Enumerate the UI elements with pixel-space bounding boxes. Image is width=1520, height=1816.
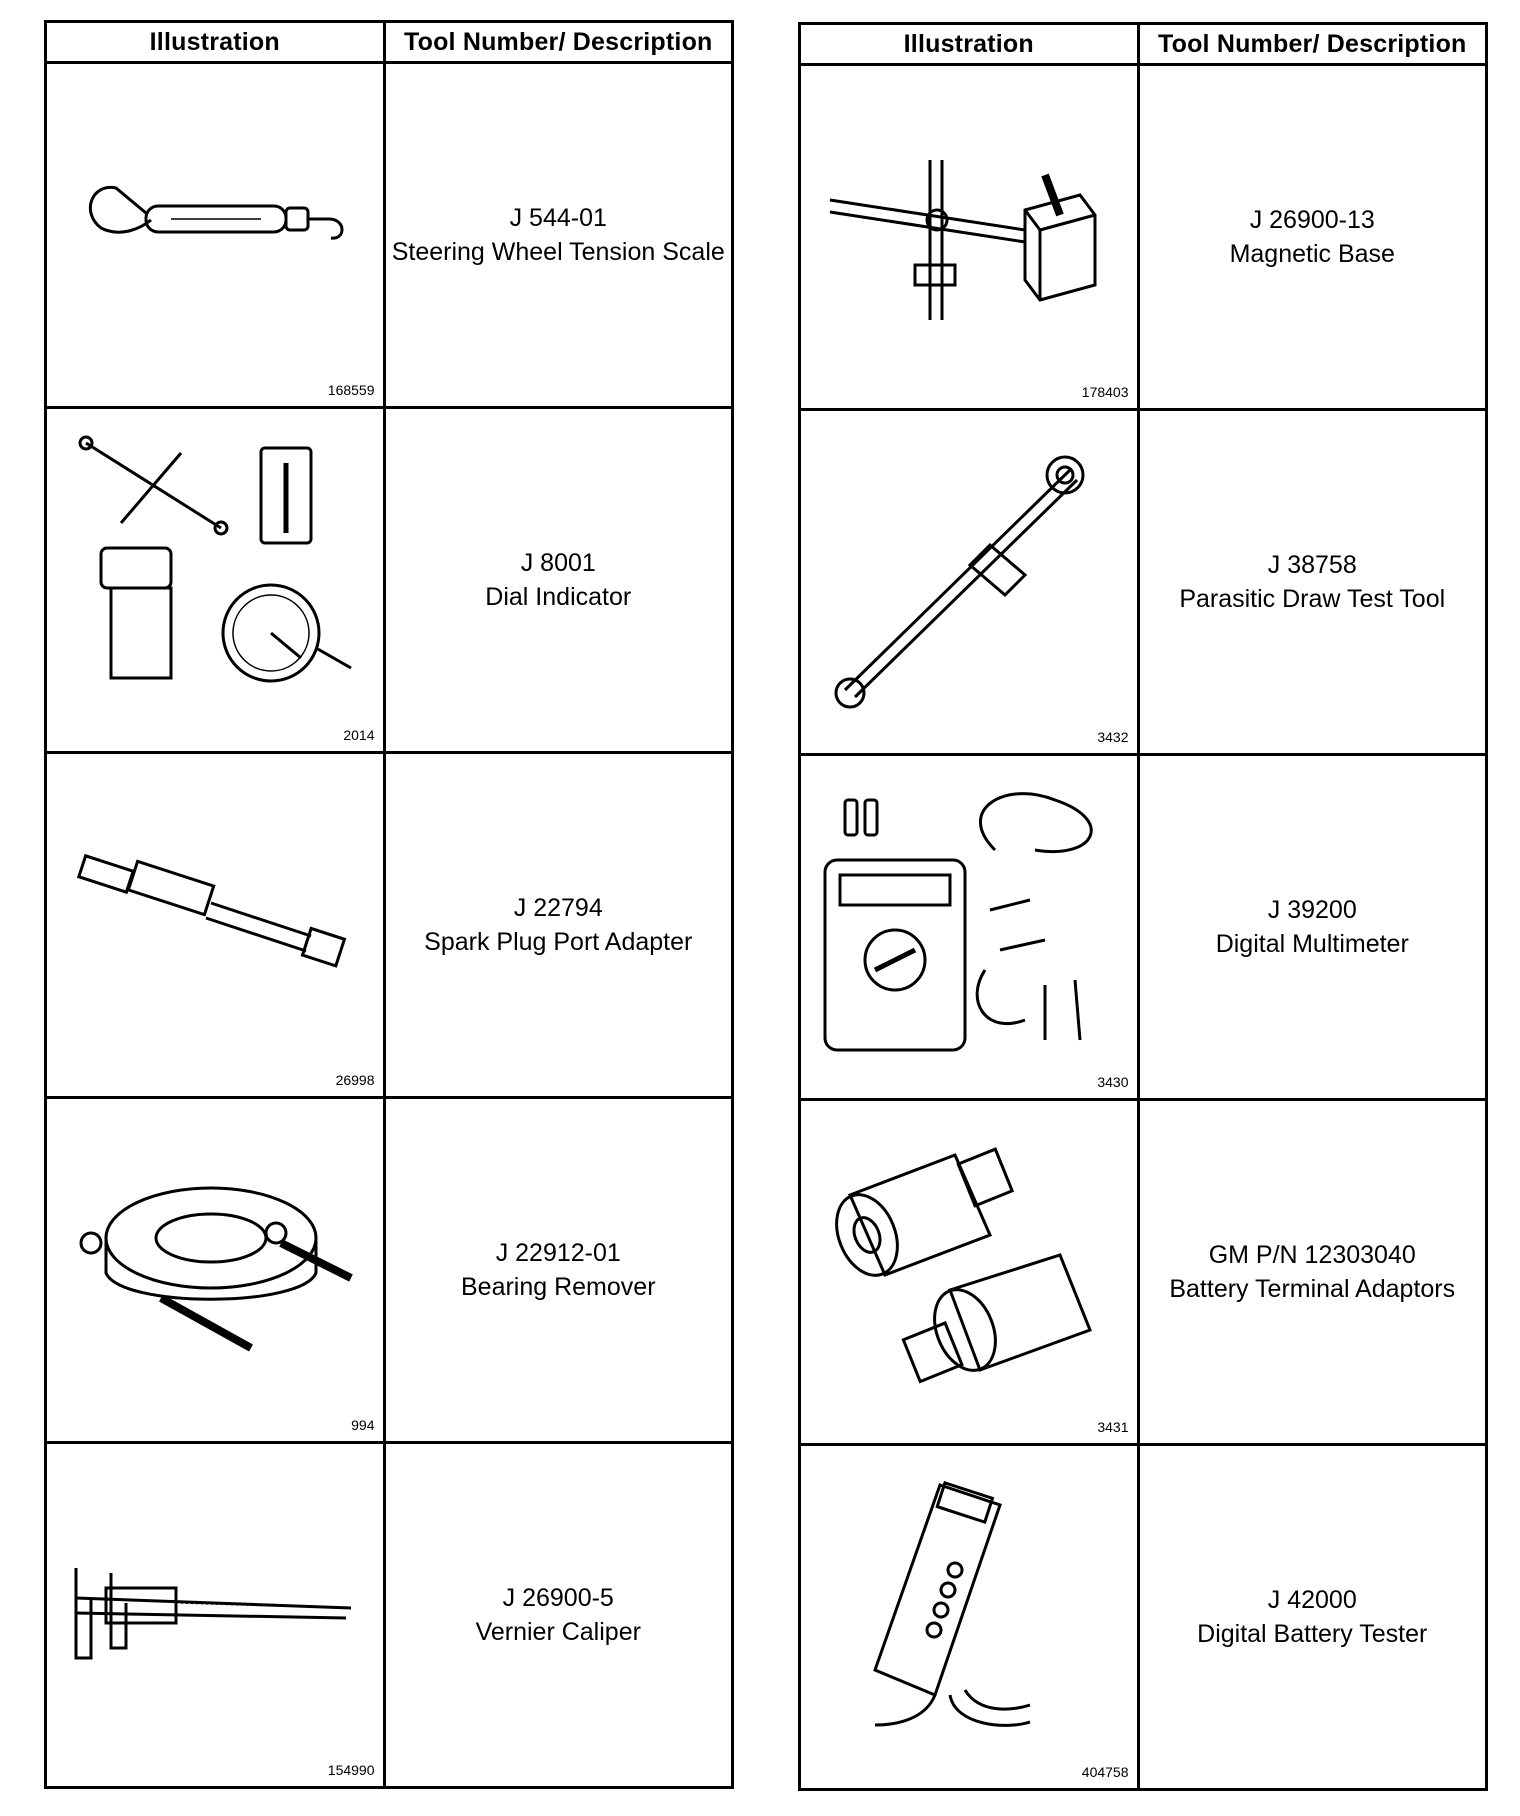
table-row: 2014 J 8001 Dial Indicator: [44, 406, 734, 754]
figure-number: 3432: [1097, 729, 1129, 745]
table-row: 404758 J 42000 Digital Battery Tester: [798, 1443, 1488, 1791]
parasitic-draw-tool-icon: [834, 455, 1085, 709]
tool-description: Steering Wheel Tension Scale: [391, 238, 725, 266]
vernier-caliper-icon: [74, 1568, 352, 1660]
tool-description: Parasitic Draw Test Tool: [1179, 585, 1446, 613]
figure-number: 178403: [1081, 384, 1129, 400]
tool-number: J 544-01: [509, 204, 607, 232]
tool-number: GM P/N 12303040: [1208, 1241, 1416, 1269]
figure-number: 3431: [1097, 1419, 1129, 1435]
tool-description: Spark Plug Port Adapter: [424, 928, 693, 956]
tool-number: J 8001: [520, 549, 596, 577]
table-row: 168559 J 544-01 Steering Wheel Tension S…: [44, 61, 734, 409]
tool-table-right: Illustration Tool Number/ Description: [798, 22, 1488, 1791]
tool-description: Digital Multimeter: [1215, 930, 1409, 958]
table-row: 154990 J 26900-5 Vernier Caliper: [44, 1441, 734, 1789]
tool-description: Bearing Remover: [460, 1273, 656, 1301]
figure-number: 2014: [343, 727, 375, 743]
tool-description: Vernier Caliper: [475, 1618, 641, 1646]
table-row: 994 J 22912-01 Bearing Remover: [44, 1096, 734, 1444]
tool-description: Battery Terminal Adaptors: [1169, 1275, 1456, 1303]
tool-number: J 38758: [1267, 551, 1357, 579]
header-illustration: Illustration: [44, 20, 386, 64]
header-tool-description: Tool Number/ Description: [382, 20, 734, 64]
tool-table-left: Illustration Tool Number/ Description 16…: [44, 20, 734, 1789]
bearing-remover-icon: [79, 1186, 353, 1352]
tool-number: J 39200: [1267, 896, 1357, 924]
figure-number: 404758: [1081, 1764, 1129, 1780]
tool-description: Digital Battery Tester: [1197, 1620, 1428, 1648]
dial-indicator-icon: [78, 435, 352, 683]
tool-description: Magnetic Base: [1229, 240, 1395, 268]
table-row: 3430 J 39200 Digital Multimeter: [798, 753, 1488, 1101]
tool-number: J 42000: [1267, 1586, 1357, 1614]
tension-scale-icon: [88, 186, 344, 240]
table-row: 3431 GM P/N 12303040 Battery Terminal Ad…: [798, 1098, 1488, 1446]
battery-adaptor-icon: [835, 1147, 1092, 1384]
figure-number: 168559: [327, 382, 375, 398]
table-row: 178403 J 26900-13 Magnetic Base: [798, 63, 1488, 411]
tool-description: Dial Indicator: [485, 583, 632, 611]
figure-number: 3430: [1097, 1074, 1129, 1090]
figure-number: 994: [351, 1417, 375, 1433]
header-illustration: Illustration: [798, 22, 1140, 66]
battery-tester-icon: [873, 1480, 1031, 1727]
table-row: 3432 J 38758 Parasitic Draw Test Tool: [798, 408, 1488, 756]
header-tool-description: Tool Number/ Description: [1136, 22, 1488, 66]
figure-number: 26998: [335, 1072, 375, 1088]
magnetic-base-icon: [829, 160, 1097, 320]
tool-number: J 22912-01: [495, 1239, 621, 1267]
tool-number: J 26900-5: [502, 1584, 614, 1612]
figure-number: 154990: [327, 1762, 375, 1778]
spark-plug-adapter-icon: [76, 853, 347, 968]
tool-number: J 26900-13: [1249, 206, 1375, 234]
multimeter-icon: [823, 792, 1093, 1052]
tool-number: J 22794: [513, 894, 603, 922]
table-row: 26998 J 22794 Spark Plug Port Adapter: [44, 751, 734, 1099]
